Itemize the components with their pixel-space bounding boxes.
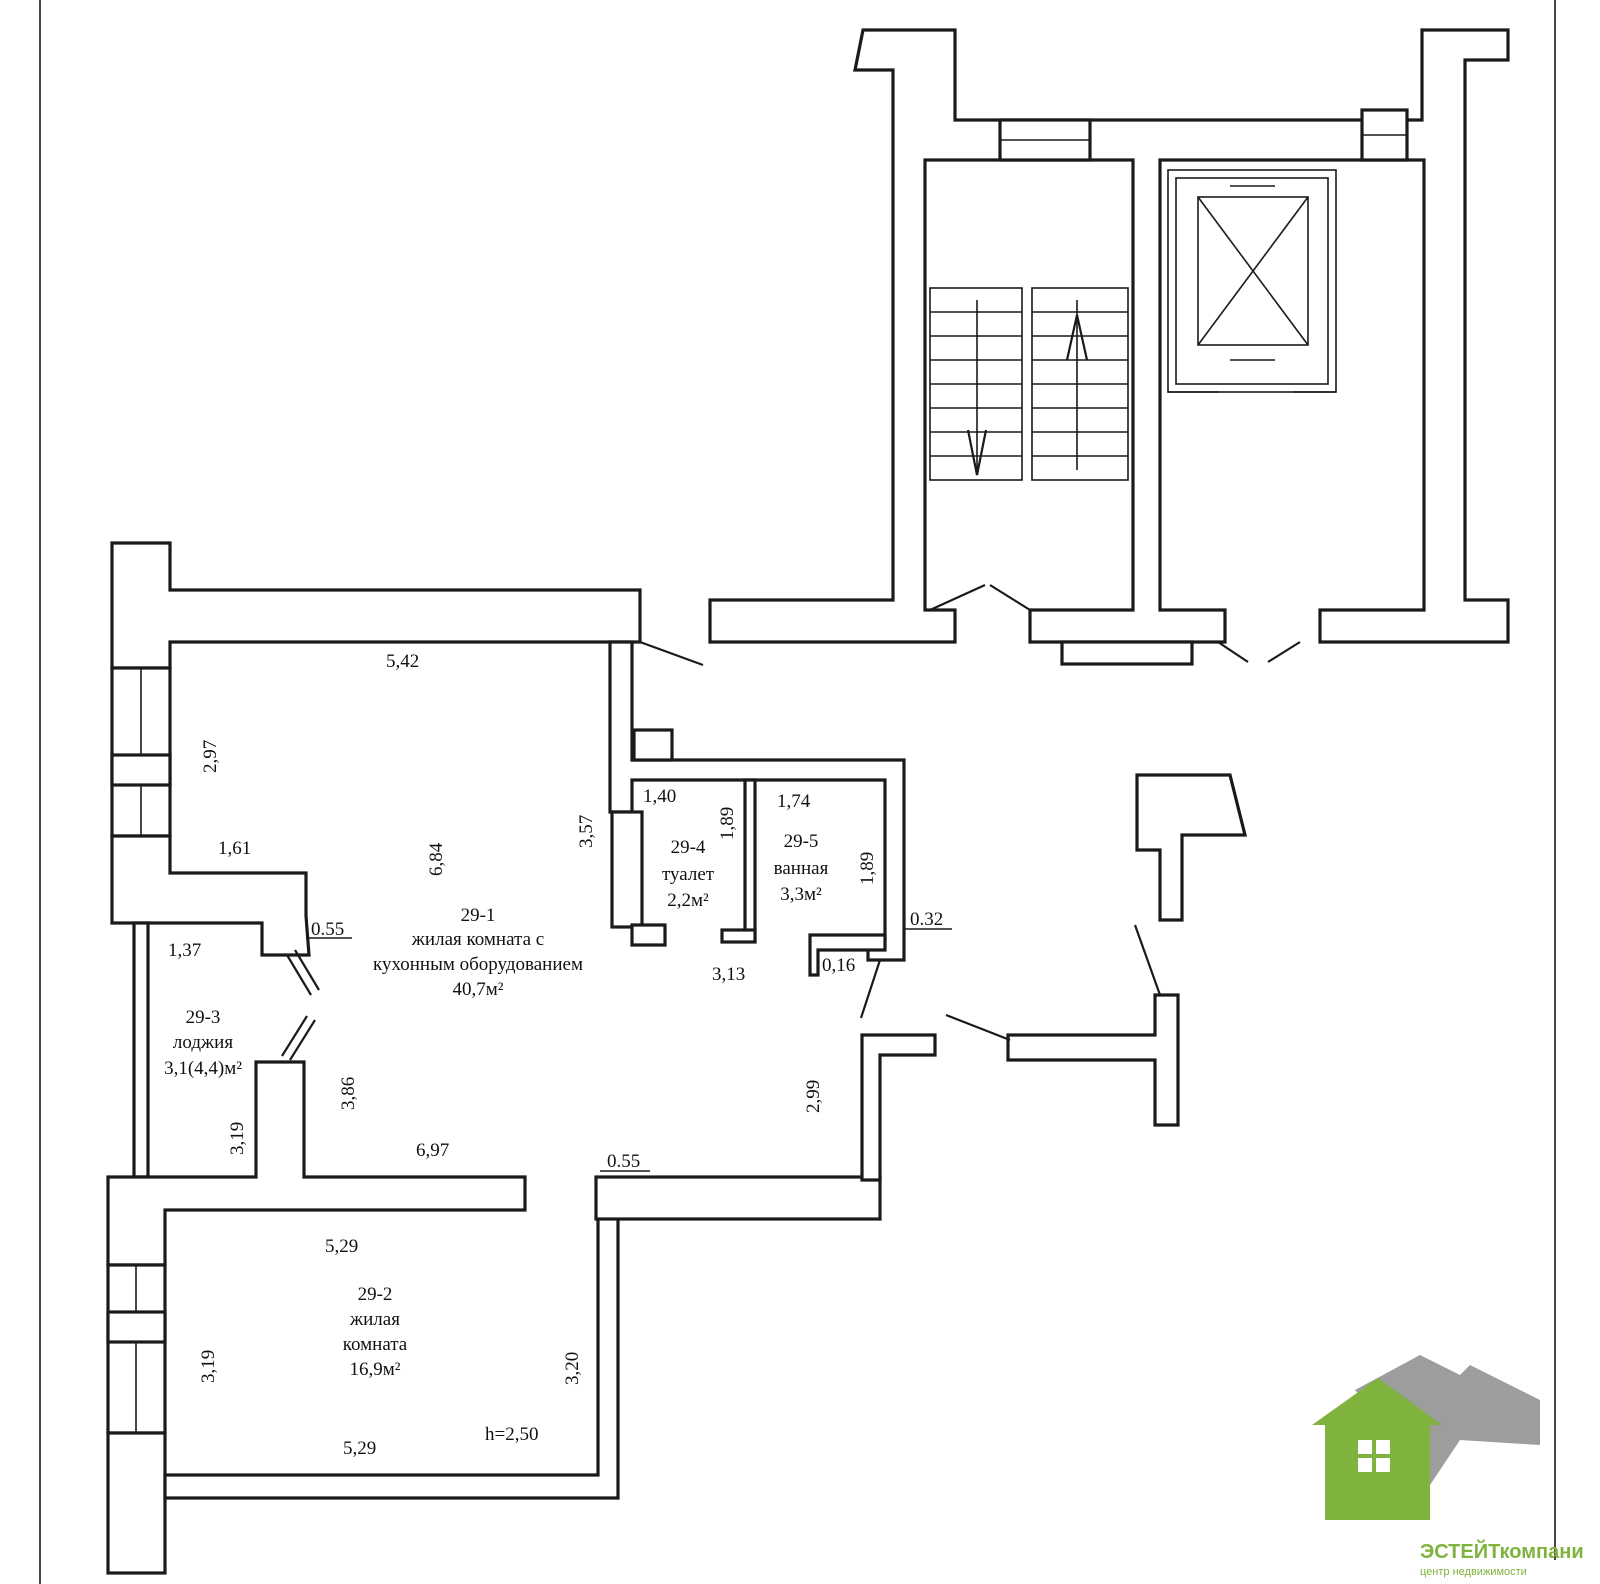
dim-320: 3,20	[562, 1352, 583, 1385]
room-29-3-label: 29-3 лоджия 3,1(4,4)м²	[164, 1007, 242, 1079]
room-29-4-area: 2,2м²	[667, 890, 709, 911]
dim-542: 5,42	[386, 651, 419, 672]
room-29-3-id: 29-3	[186, 1007, 221, 1028]
room-29-2-label: 29-2 жилая комната 16,9м²	[343, 1284, 408, 1380]
room-29-2-name-1: жилая	[349, 1309, 400, 1330]
room-29-4-name: туалет	[662, 864, 715, 885]
room-29-5-name: ванная	[774, 858, 829, 879]
room-29-4-label: 29-4 туалет 2,2м²	[662, 837, 715, 911]
staircase	[929, 287, 1129, 481]
room-29-1-label: 29-1 жилая комната с кухонным оборудован…	[373, 905, 583, 1000]
dim-529a: 5,29	[325, 1236, 358, 1257]
room-29-2-id: 29-2	[358, 1284, 393, 1305]
dim-161: 1,61	[218, 838, 251, 859]
dim-319a: 3,19	[227, 1122, 248, 1155]
dim-189b: 1,89	[857, 852, 878, 885]
dim-016: 0,16	[822, 955, 855, 976]
stairs-down-arrow-icon	[966, 429, 988, 476]
room-29-1-area: 40,7м²	[453, 979, 504, 1000]
loggia-outer-wall	[132, 921, 150, 1179]
ceiling-height: h=2,50	[485, 1424, 538, 1445]
apartment-walls	[106, 541, 1248, 1575]
toilet-fixture	[610, 810, 644, 929]
dim-313: 3,13	[712, 964, 745, 985]
room-29-2-name-2: комната	[343, 1334, 408, 1355]
dim-529b: 5,29	[343, 1438, 376, 1459]
dim-684: 6,84	[426, 842, 447, 876]
room-29-5-id: 29-5	[784, 831, 819, 852]
room-29-5-label: 29-5 ванная 3,3м²	[774, 831, 829, 905]
logo-subtitle: центр недвижимости	[1420, 1566, 1527, 1578]
room-29-3-area: 3,1(4,4)м²	[164, 1058, 242, 1079]
dim-386: 3,86	[338, 1077, 359, 1110]
dim-055a: 0.55	[311, 919, 344, 940]
room-29-5-area: 3,3м²	[780, 884, 822, 905]
dim-299: 2,99	[803, 1080, 824, 1113]
room-29-1-id: 29-1	[461, 905, 496, 926]
dim-174: 1,74	[777, 791, 811, 812]
dim-357: 3,57	[576, 815, 597, 848]
dim-032: 0.32	[910, 909, 943, 930]
room-29-2-area: 16,9м²	[350, 1359, 401, 1380]
logo-title: ЭСТЕЙТкомпани	[1420, 1539, 1584, 1563]
stairs-up-arrow-icon	[1065, 314, 1089, 361]
dimensions: 5,42 2,97 1,61 6,84 0.55 1,37 3,57 1,40 …	[168, 651, 952, 1459]
stairwell-block	[708, 28, 1510, 666]
dim-189a: 1,89	[717, 807, 738, 840]
room-29-1-name-1: жилая комната с	[411, 929, 544, 950]
dim-297: 2,97	[200, 740, 221, 773]
elevator-shaft	[1167, 169, 1337, 393]
room-29-3-name: лоджия	[173, 1032, 233, 1053]
company-logo: ЭСТЕЙТкомпани центр недвижимости	[1312, 1355, 1584, 1578]
room-29-4-id: 29-4	[671, 837, 706, 858]
room-29-1-name-2: кухонным оборудованием	[373, 954, 583, 975]
dim-137: 1,37	[168, 940, 201, 961]
dim-697: 6,97	[416, 1140, 449, 1161]
dim-055b: 0.55	[607, 1151, 640, 1172]
dim-319b: 3,19	[198, 1350, 219, 1383]
dim-140: 1,40	[643, 786, 676, 807]
